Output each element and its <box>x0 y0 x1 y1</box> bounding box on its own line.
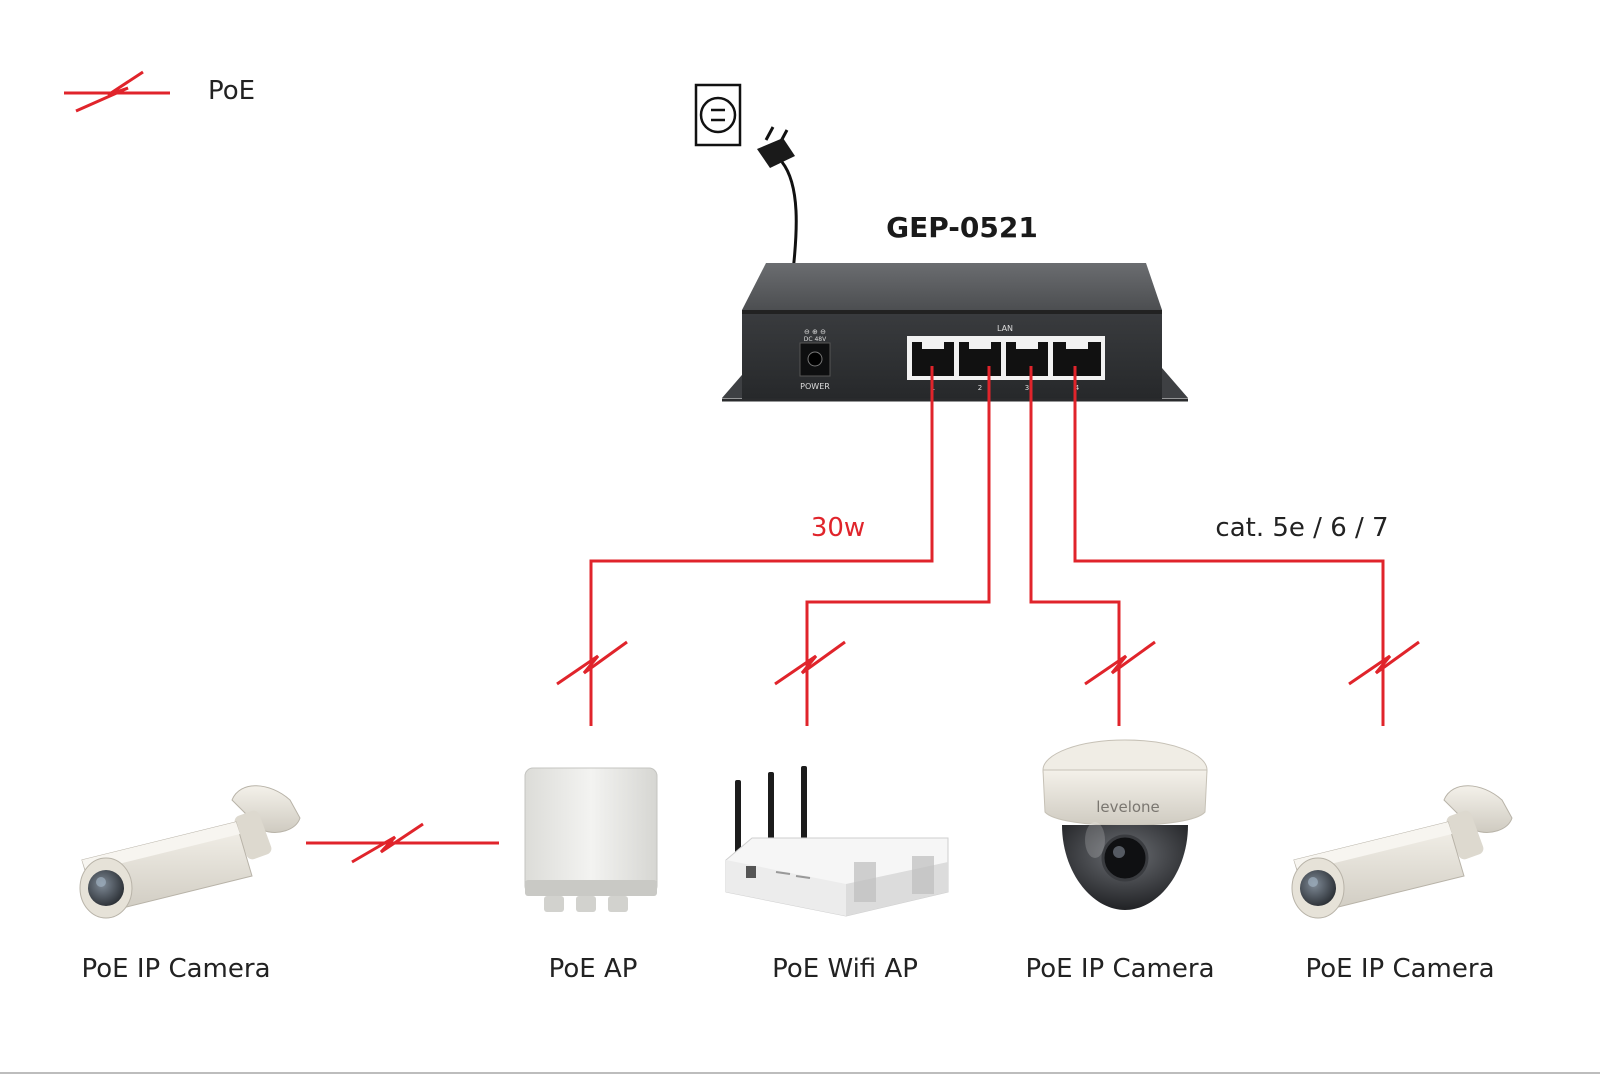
lan-label: LAN <box>997 324 1013 333</box>
outdoor-ap-icon <box>524 767 658 912</box>
lightning-icon <box>1348 640 1420 686</box>
lightning-icon <box>64 70 170 113</box>
port-number: 3 <box>1025 384 1029 392</box>
lan-ports: 1 2 3 4 <box>907 336 1105 392</box>
wifi-router-icon <box>725 766 949 917</box>
device-label: PoE AP <box>548 954 638 984</box>
poe-cables <box>306 366 1385 845</box>
legend-label: PoE <box>208 76 256 106</box>
device-label: PoE Wifi AP <box>772 954 918 984</box>
port-number: 4 <box>1075 384 1080 392</box>
device-label: PoE IP Camera <box>81 954 271 984</box>
svg-text:⊖ ⊕ ⊖: ⊖ ⊕ ⊖ <box>804 328 826 336</box>
bullet-camera-icon <box>1291 785 1513 919</box>
wall-outlet-icon <box>694 83 742 147</box>
bullet-camera-icon <box>79 785 301 919</box>
lightning-icon <box>774 640 846 686</box>
cable-type-label: cat. 5e / 6 / 7 <box>1215 513 1389 543</box>
power-jack: ⊖ ⊕ ⊖ DC 48V POWER <box>799 328 831 391</box>
poe-switch: ⊖ ⊕ ⊖ DC 48V POWER LAN 1 2 3 4 <box>722 263 1188 402</box>
dc-label: DC 48V <box>804 336 827 343</box>
poe-bolts <box>351 640 1420 864</box>
legend <box>64 70 170 113</box>
cable-port-4 <box>1073 366 1385 726</box>
device-label: PoE IP Camera <box>1025 954 1215 984</box>
lightning-icon <box>1084 640 1156 686</box>
cable-port-1 <box>589 366 934 726</box>
power-label: POWER <box>800 382 830 391</box>
power-rating-label: 30w <box>810 513 866 543</box>
page-title: GEP-0521 <box>886 211 1038 244</box>
bottom-divider <box>0 1072 1600 1074</box>
port-number: 2 <box>978 384 982 392</box>
device-label: PoE IP Camera <box>1305 954 1495 984</box>
dome-brand-logo: levelone <box>1096 798 1160 816</box>
lightning-icon <box>556 640 628 686</box>
lightning-icon <box>351 822 424 864</box>
dome-camera-icon: levelone <box>1042 739 1208 910</box>
cable-port-2 <box>805 366 991 726</box>
